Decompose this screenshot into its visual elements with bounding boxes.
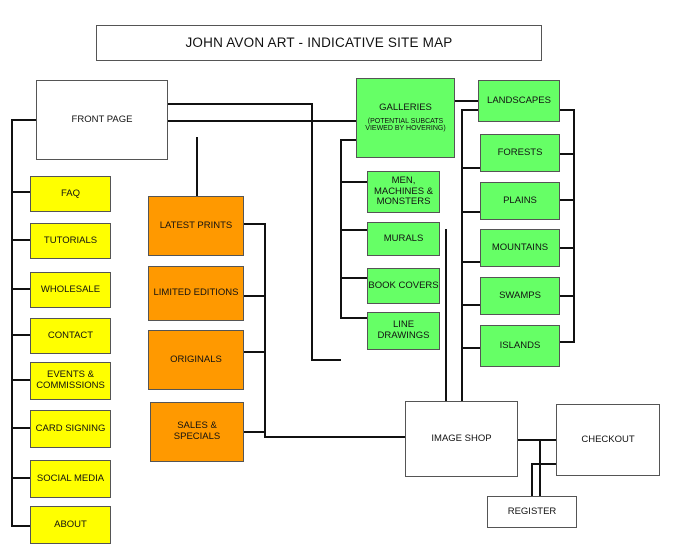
originals-box[interactable]: ORIGINALS [148,330,244,390]
murals-label: MURALS [383,232,424,244]
contact-box[interactable]: CONTACT [30,318,111,354]
checkout-label: CHECKOUT [581,433,635,445]
social-media-label: SOCIAL MEDIA [36,472,105,484]
tutorials-label: TUTORIALS [43,234,98,246]
limited-editions-box[interactable]: LIMITED EDITIONS [148,266,244,321]
sales-specials-label: SALES & SPECIALS [173,420,221,442]
plains-box[interactable]: PLAINS [480,182,560,220]
landscapes-box[interactable]: LANDSCAPES [478,80,560,122]
register-box[interactable]: REGISTER [487,496,577,528]
line-drawings-label: LINE DRAWINGS [377,319,430,341]
front-page-box[interactable]: FRONT PAGE [36,80,168,160]
connector-landscapes-spine [559,109,575,343]
book-covers-label: BOOK COVERS [368,279,439,291]
book-covers-box[interactable]: BOOK COVERS [367,268,440,304]
men-machines-label: MEN, MACHINES & MONSTERS [373,174,434,208]
wholesale-box[interactable]: WHOLESALE [30,272,111,308]
image-shop-box[interactable]: IMAGE SHOP [405,401,518,477]
forests-label: FORESTS [497,146,543,158]
faq-box[interactable]: FAQ [30,176,111,212]
mountains-box[interactable]: MOUNTAINS [480,229,560,267]
tutorials-box[interactable]: TUTORIALS [30,223,111,259]
men-machines-box[interactable]: MEN, MACHINES & MONSTERS [367,171,440,213]
connector-landscapes-left [461,109,479,401]
murals-box[interactable]: MURALS [367,222,440,256]
card-signing-label: CARD SIGNING [35,422,106,434]
plains-label: PLAINS [503,194,537,206]
galleries-label: GALLERIES [379,101,432,113]
swamps-label: SWAMPS [499,289,541,301]
galleries-text: GALLERIES (POTENTIAL SUBCATS VIEWED BY H… [357,101,454,133]
galleries-box[interactable]: GALLERIES (POTENTIAL SUBCATS VIEWED BY H… [356,78,455,158]
landscapes-label: LANDSCAPES [487,94,551,106]
page-title-text: JOHN AVON ART - INDICATIVE SITE MAP [185,35,453,51]
connector-front-trunk [11,119,37,527]
social-media-box[interactable]: SOCIAL MEDIA [30,460,111,498]
connector-front-galleries [167,103,341,361]
limited-editions-label: LIMITED EDITIONS [153,287,239,299]
latest-prints-box[interactable]: LATEST PRINTS [148,196,244,256]
card-signing-box[interactable]: CARD SIGNING [30,410,111,448]
islands-label: ISLANDS [499,339,541,351]
image-shop-label: IMAGE SHOP [431,432,492,444]
line-drawings-box[interactable]: LINE DRAWINGS [367,312,440,350]
events-label: EVENTS & COMMISSIONS [36,369,105,391]
sales-specials-box[interactable]: SALES & SPECIALS [150,402,244,462]
about-label: ABOUT [54,518,87,530]
events-box[interactable]: EVENTS & COMMISSIONS [30,362,111,400]
latest-prints-label: LATEST PRINTS [159,219,233,231]
checkout-box[interactable]: CHECKOUT [556,404,660,476]
page-title: JOHN AVON ART - INDICATIVE SITE MAP [96,25,542,61]
about-box[interactable]: ABOUT [30,506,111,544]
forests-box[interactable]: FORESTS [480,134,560,172]
contact-label: CONTACT [47,329,94,341]
wholesale-label: WHOLESALE [40,283,101,295]
swamps-box[interactable]: SWAMPS [480,277,560,315]
register-label: REGISTER [507,505,557,517]
islands-box[interactable]: ISLANDS [480,325,560,367]
originals-label: ORIGINALS [170,353,222,365]
connector-latest-shop [243,223,406,438]
faq-label: FAQ [60,187,80,199]
galleries-note: (POTENTIAL SUBCATS VIEWED BY HOVERING) [365,117,446,133]
mountains-label: MOUNTAINS [491,241,549,253]
front-page-label: FRONT PAGE [71,113,133,125]
